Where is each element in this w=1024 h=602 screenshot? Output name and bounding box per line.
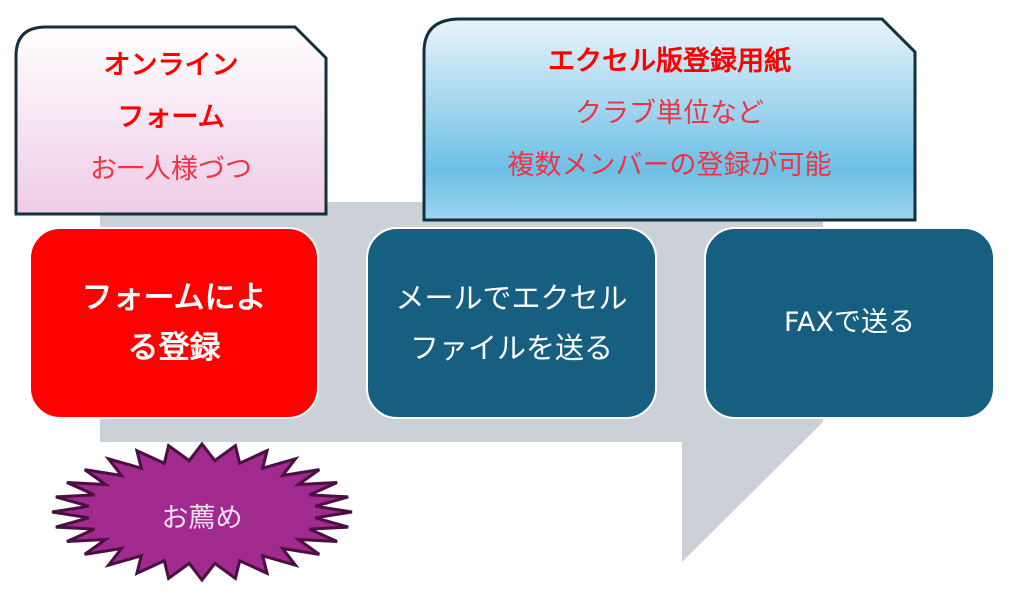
- form-registration-box: [29, 227, 319, 419]
- form-registration-line1: フォームによ: [81, 280, 267, 316]
- excel-title: エクセル版登録用紙: [548, 46, 791, 77]
- recommended-badge-label-wrap: お薦め: [102, 490, 302, 540]
- excel-callout-text: エクセル版登録用紙 クラブ単位など 複数メンバーの登録が可能: [424, 36, 915, 192]
- excel-line2: 複数メンバーの登録が可能: [507, 150, 832, 181]
- recommended-badge-label: お薦め: [161, 502, 243, 534]
- online-form-callout-text: オンライン フォーム お一人様づつ: [16, 40, 326, 196]
- online-form-callout-box: [14, 25, 328, 216]
- fax-line1: FAXで送る: [783, 307, 916, 338]
- email-excel-line2: ファイルを送る: [409, 331, 613, 365]
- fax-label: FAXで送る: [705, 228, 994, 418]
- form-registration-line2: る登録: [127, 330, 221, 366]
- excel-line1: クラブ単位など: [575, 98, 764, 129]
- form-registration-label: フォームによ る登録: [30, 228, 318, 418]
- email-excel-label: メールでエクセル ファイルを送る: [367, 228, 656, 418]
- online-form-title-line1: オンライン: [103, 50, 239, 81]
- online-form-subtitle: お一人様づつ: [90, 154, 252, 185]
- email-excel-line1: メールでエクセル: [395, 281, 628, 315]
- email-excel-box: [366, 227, 657, 419]
- online-form-title-line2: フォーム: [117, 102, 225, 133]
- fax-box: [704, 227, 995, 419]
- recommended-starburst: [51, 441, 353, 583]
- excel-callout-box: [422, 17, 917, 222]
